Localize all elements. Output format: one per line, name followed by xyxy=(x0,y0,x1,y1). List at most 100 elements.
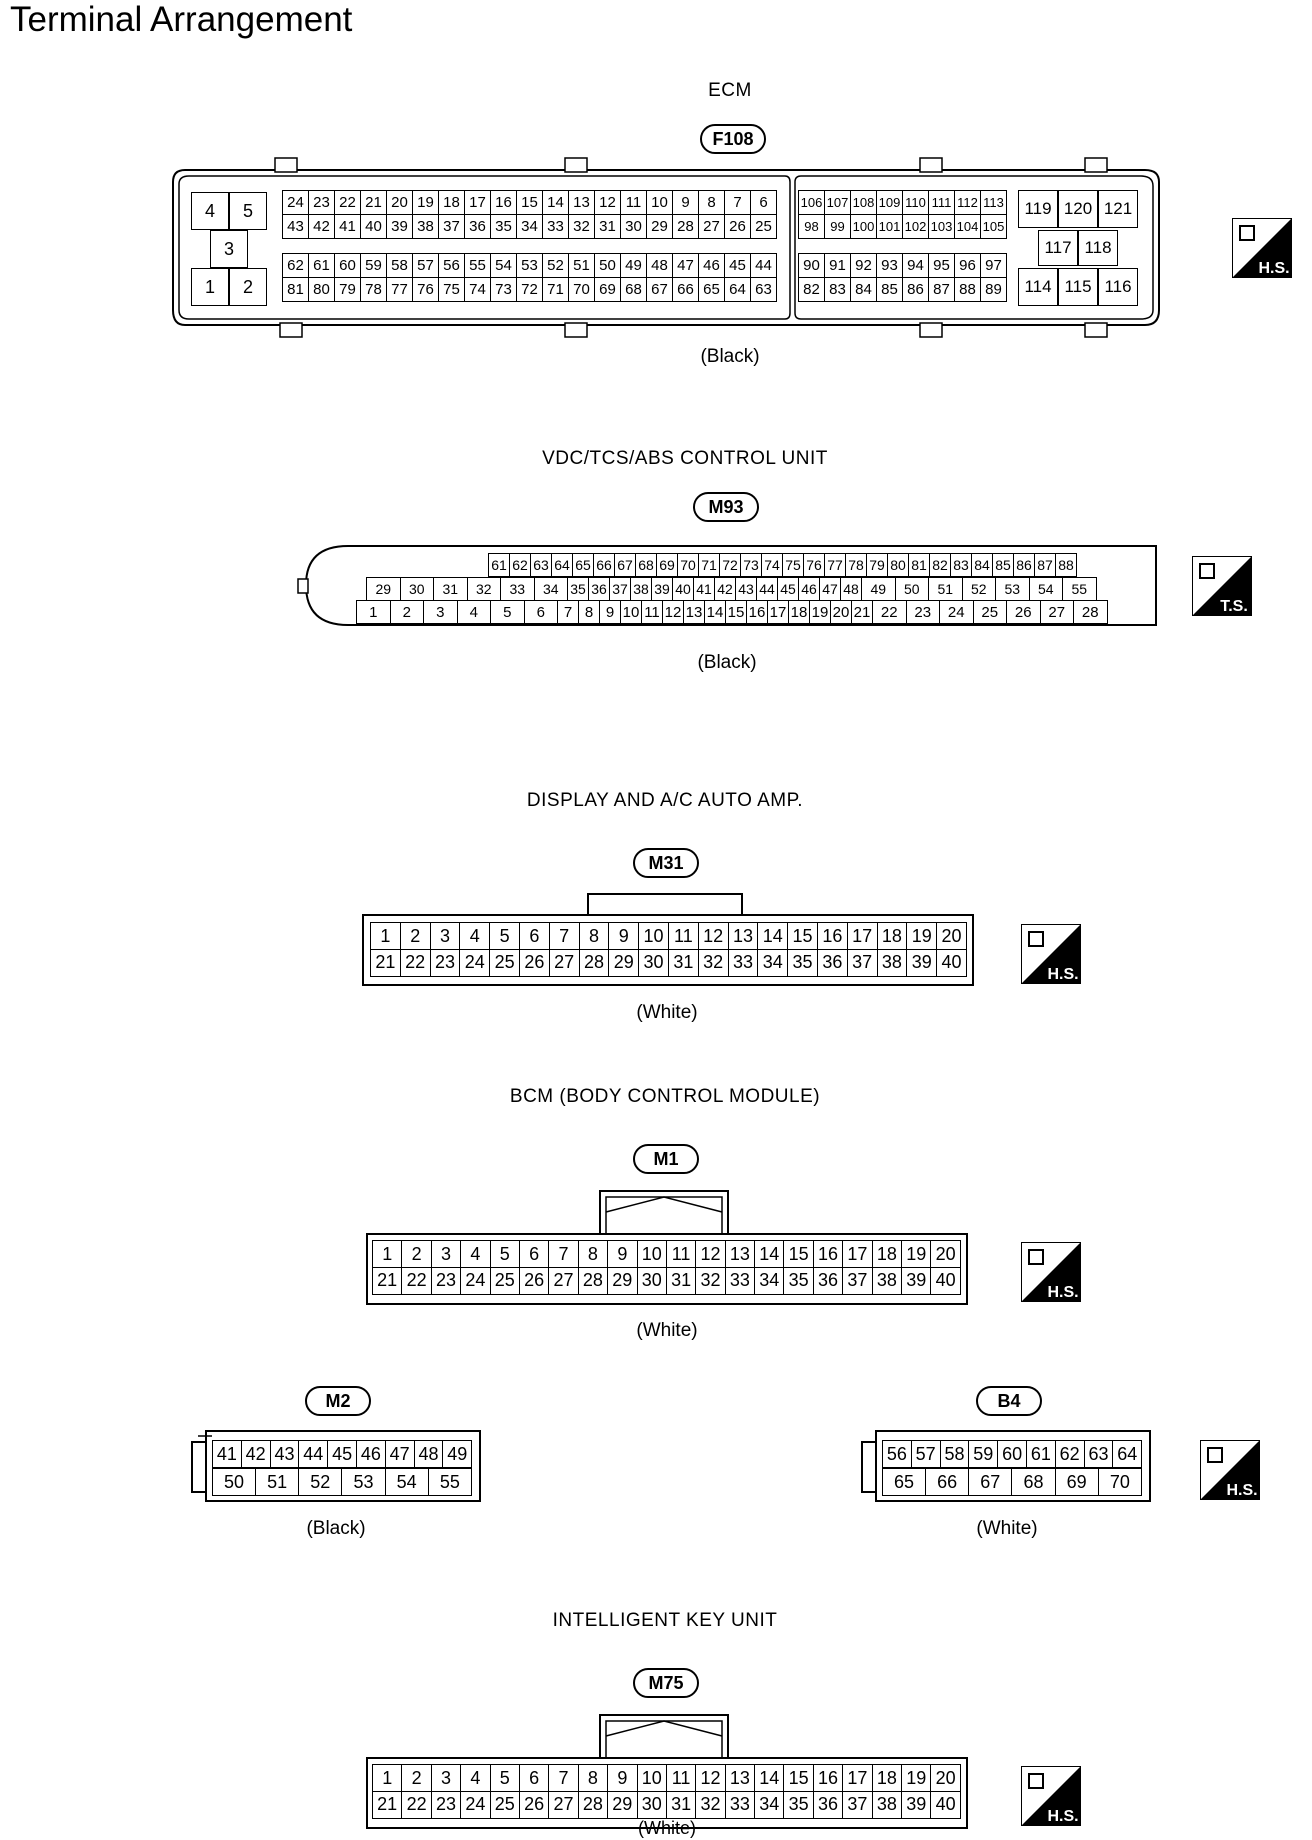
ikey-connector-id: M75 xyxy=(633,1668,699,1698)
ts-label: T.S. xyxy=(1220,598,1248,615)
pin-cell: 39 xyxy=(902,1266,932,1295)
ikey-connector-shell xyxy=(366,1714,968,1829)
pin-cell: 55 xyxy=(428,1468,472,1496)
pin-cell: 6 xyxy=(524,600,558,624)
pin-cell: 21 xyxy=(852,600,873,624)
harness-side-icon: H.S. xyxy=(1021,1242,1081,1302)
pin-cell: 32 xyxy=(696,1266,726,1295)
pin-cell: 61 xyxy=(309,253,335,278)
pin-cell: 27 xyxy=(549,948,580,977)
pin-cell: 78 xyxy=(846,553,867,577)
pin-cell: 79 xyxy=(867,553,888,577)
pin-cell: 41 xyxy=(335,213,361,239)
pin-cell: 26 xyxy=(519,948,550,977)
ecm-pin: 120 xyxy=(1058,190,1098,228)
pin-cell: 54 xyxy=(491,253,517,278)
pin-cell: 24 xyxy=(461,1266,491,1295)
pin-cell: 56 xyxy=(883,1440,912,1468)
pin-cell: 33 xyxy=(725,1790,756,1819)
pin-cell: 20 xyxy=(387,190,413,215)
pin-cell: 37 xyxy=(843,1790,873,1819)
pin-cell: 64 xyxy=(552,553,573,577)
pin-cell: 31 xyxy=(668,948,699,977)
pin-cell: 5 xyxy=(490,922,520,950)
pin-cell: 41 xyxy=(213,1440,242,1468)
pin-cell: 81 xyxy=(283,276,309,302)
pin-cell: 38 xyxy=(872,1266,903,1295)
pin-cell: 14 xyxy=(755,1240,785,1268)
pin-cell: 26 xyxy=(725,213,751,239)
pin-cell: 37 xyxy=(843,1266,873,1295)
pin-cell: 19 xyxy=(413,190,439,215)
pin-cell: 54 xyxy=(385,1468,429,1496)
pin-cell: 51 xyxy=(569,253,595,278)
pin-cell: 80 xyxy=(888,553,909,577)
pin-cell: 37 xyxy=(610,577,631,601)
pin-cell: 68 xyxy=(621,276,647,302)
pin-cell: 13 xyxy=(684,600,705,624)
pin-cell: 71 xyxy=(699,553,720,577)
pin-cell: 84 xyxy=(972,553,993,577)
pin-cell: 88 xyxy=(1056,553,1077,577)
pin-cell: 97 xyxy=(981,253,1007,278)
pin-cell: 20 xyxy=(931,1764,961,1792)
pin-cell: 29 xyxy=(647,213,673,239)
pin-cell: 39 xyxy=(387,213,413,239)
pin-cell: 36 xyxy=(465,213,491,239)
pin-cell: 44 xyxy=(299,1440,329,1468)
pin-cell: 109 xyxy=(877,190,903,215)
pin-cell: 84 xyxy=(851,276,877,302)
harness-side-icon: H.S. xyxy=(1021,924,1081,984)
pin-cell: 46 xyxy=(799,577,820,601)
pin-cell: 25 xyxy=(490,1790,520,1819)
bcm-color: (White) xyxy=(636,1320,698,1341)
pin-cell: 16 xyxy=(817,922,848,950)
pin-cell: 83 xyxy=(951,553,972,577)
pin-cell: 71 xyxy=(543,276,569,302)
pin-cell: 15 xyxy=(784,1764,814,1792)
pin-cell: 62 xyxy=(283,253,309,278)
pin-cell: 36 xyxy=(817,948,848,977)
pin-cell: 18 xyxy=(877,922,908,950)
pin-cell: 23 xyxy=(309,190,335,215)
pin-cell: 72 xyxy=(517,276,543,302)
pin-cell: 106 xyxy=(799,190,825,215)
pin-cell: 26 xyxy=(1007,600,1041,624)
pin-cell: 58 xyxy=(940,1440,970,1468)
pin-cell: 1 xyxy=(371,922,401,950)
pin-cell: 50 xyxy=(213,1468,256,1496)
ecm-pin: 2 xyxy=(229,268,267,306)
pin-cell: 46 xyxy=(699,253,725,278)
pin-cell: 76 xyxy=(804,553,825,577)
pin-cell: 98 xyxy=(799,213,825,239)
pin-cell: 24 xyxy=(940,600,974,624)
pin-cell: 74 xyxy=(762,553,783,577)
pin-cell: 49 xyxy=(443,1440,473,1468)
pin-cell: 47 xyxy=(820,577,841,601)
pin-cell: 48 xyxy=(414,1440,444,1468)
pin-cell: 32 xyxy=(467,577,501,601)
ecm-connector-id: F108 xyxy=(700,124,766,154)
pin-cell: 3 xyxy=(431,1764,462,1792)
pin-cell: 15 xyxy=(517,190,543,215)
pin-cell: 28 xyxy=(673,213,699,239)
pin-cell: 20 xyxy=(937,922,967,950)
pin-cell: 23 xyxy=(430,948,461,977)
pin-cell: 2 xyxy=(402,1240,432,1268)
pin-cell: 78 xyxy=(361,276,387,302)
pin-cell: 40 xyxy=(937,948,967,977)
pin-cell: 9 xyxy=(608,1240,638,1268)
pin-cell: 69 xyxy=(595,276,621,302)
ecm-pin: 4 xyxy=(191,192,229,230)
pin-cell: 30 xyxy=(400,577,434,601)
pin-cell: 35 xyxy=(784,1266,814,1295)
ecm-pin: 121 xyxy=(1098,190,1138,228)
pin-cell: 50 xyxy=(895,577,929,601)
pin-cell: 65 xyxy=(699,276,725,302)
pin-cell: 19 xyxy=(902,1764,932,1792)
pin-cell: 42 xyxy=(715,577,736,601)
pin-cell: 7 xyxy=(549,922,580,950)
pin-cell: 33 xyxy=(725,1266,756,1295)
